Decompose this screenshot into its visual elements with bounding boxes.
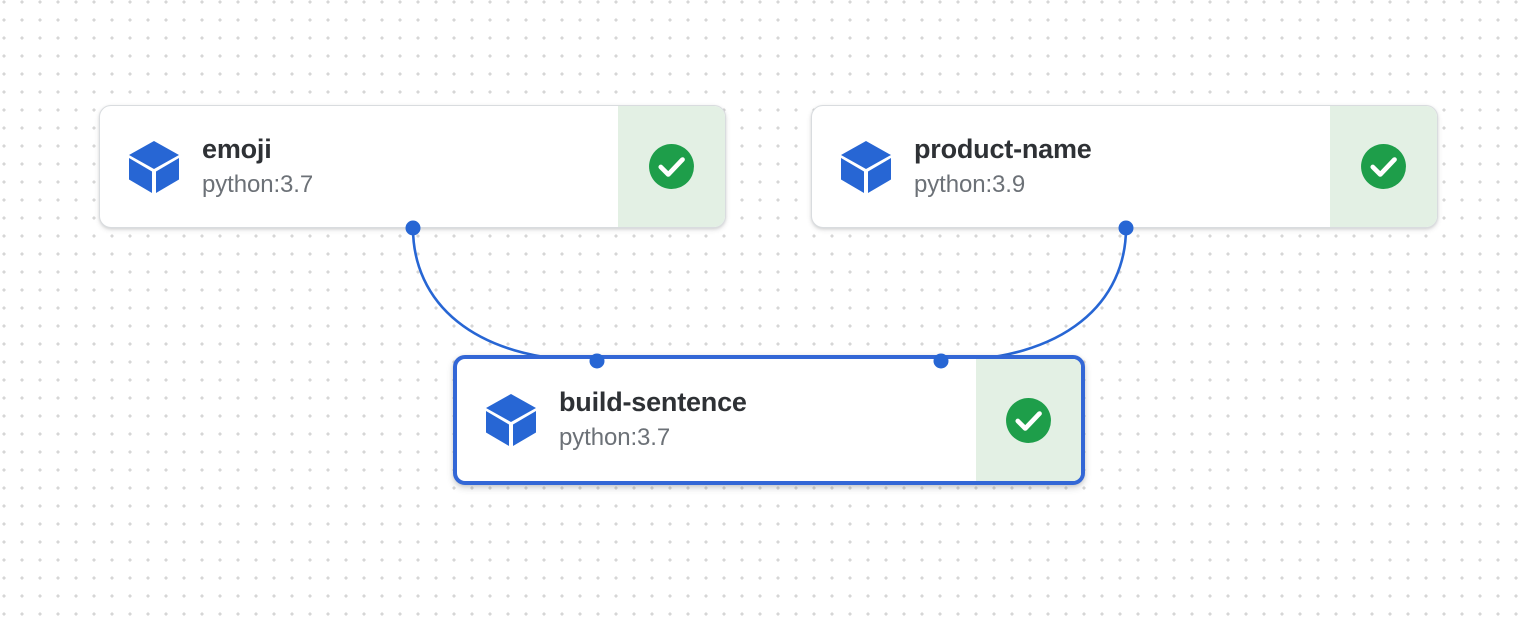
node-subtitle: python:3.7 bbox=[202, 170, 314, 198]
node-title: emoji bbox=[202, 133, 272, 164]
node-title: product-name bbox=[914, 133, 1092, 164]
port-build-sentence-input-2[interactable] bbox=[933, 353, 949, 369]
status-panel bbox=[1330, 106, 1437, 227]
edge-product-name-to-build-sentence bbox=[939, 226, 1128, 363]
node-title: build-sentence bbox=[559, 387, 747, 418]
status-panel bbox=[618, 106, 725, 227]
node-body: emoji python:3.7 bbox=[100, 106, 618, 227]
check-circle-icon bbox=[649, 144, 694, 189]
cube-icon bbox=[129, 140, 179, 193]
node-subtitle: python:3.9 bbox=[914, 170, 1026, 198]
check-circle-icon bbox=[1006, 397, 1051, 443]
cube-icon bbox=[841, 140, 891, 193]
node-body: build-sentence python:3.7 bbox=[457, 359, 976, 481]
port-emoji-output[interactable] bbox=[405, 220, 421, 236]
graph-node-build-sentence[interactable]: build-sentence python:3.7 bbox=[453, 355, 1085, 485]
status-panel bbox=[976, 359, 1081, 481]
check-circle-icon bbox=[1361, 144, 1406, 189]
node-text: build-sentence python:3.7 bbox=[559, 387, 747, 453]
node-subtitle: python:3.7 bbox=[559, 424, 671, 452]
node-text: product-name python:3.9 bbox=[914, 134, 1092, 200]
cube-icon bbox=[486, 394, 536, 446]
edge-emoji-to-build-sentence bbox=[411, 226, 599, 363]
node-body: product-name python:3.9 bbox=[812, 106, 1330, 227]
graph-node-emoji[interactable]: emoji python:3.7 bbox=[99, 105, 726, 228]
node-text: emoji python:3.7 bbox=[202, 134, 313, 200]
port-product-name-output[interactable] bbox=[1118, 220, 1134, 236]
port-build-sentence-input-1[interactable] bbox=[589, 353, 605, 369]
graph-node-product-name[interactable]: product-name python:3.9 bbox=[811, 105, 1438, 228]
